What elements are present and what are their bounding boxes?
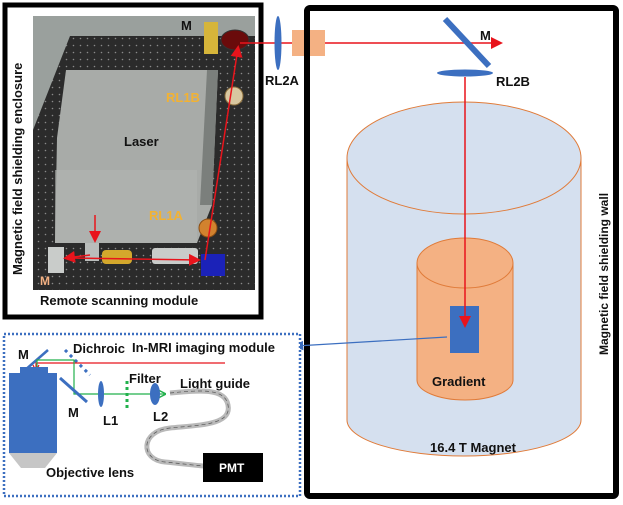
mirror-mount-icon <box>204 22 218 54</box>
galvo-icon <box>102 250 132 264</box>
pmt-box <box>203 453 263 482</box>
dichroic-icon <box>63 348 92 377</box>
magnet-top <box>346 101 582 215</box>
beam-left-arrow <box>63 250 91 263</box>
rl1a-lens-icon <box>198 218 218 238</box>
scanner-block-icon <box>201 254 225 276</box>
laser-box-side <box>200 70 218 205</box>
objective-cap <box>20 367 48 373</box>
mirror-top-label: M <box>181 18 192 33</box>
relay-mirror-label: M <box>480 28 491 43</box>
mri-room: Magnetic field shielding wall M RL2B 16.… <box>293 5 619 499</box>
shielding-wall-frame <box>304 5 619 499</box>
laser-label: Laser <box>124 134 159 149</box>
l2-lens-icon <box>150 383 160 405</box>
remote-scanning-module: Laser RL1B RL1A M M Remote scanning modu… <box>2 2 264 320</box>
rl1b-label: RL1B <box>166 90 200 105</box>
remote-module-caption: Remote scanning module <box>40 293 198 308</box>
rl2a-label: RL2A <box>265 73 300 88</box>
mirror-mount-bottom-icon <box>48 247 64 273</box>
dichroic-mount-icon <box>85 243 99 261</box>
relay-mirror-icon <box>442 16 492 69</box>
shielding-wall-label: Magnetic field shielding wall <box>597 193 611 355</box>
beam-expander-icon <box>152 248 198 264</box>
rl2b-label: RL2B <box>496 74 530 89</box>
objective-lens-body <box>9 373 57 453</box>
objective-label: Objective lens <box>46 465 134 480</box>
pmt-label: PMT <box>219 461 245 475</box>
l1-lens-icon <box>98 381 104 407</box>
magnet-label: 16.4 T Magnet <box>430 440 517 455</box>
module-callout-line <box>293 336 448 351</box>
l2-label: L2 <box>153 409 168 424</box>
top-mirror-label: M <box>18 347 29 362</box>
light-guide-core <box>146 390 229 467</box>
beam-right-arrow <box>69 253 201 266</box>
filter-label: Filter <box>129 371 161 386</box>
imaging-module-title: In-MRI imaging module <box>132 340 275 355</box>
laser-box-front <box>55 170 197 243</box>
l1-label: L1 <box>103 413 118 428</box>
mirror-bottom-label: M <box>40 274 50 288</box>
gradient-label: Gradient <box>432 374 486 389</box>
light-guide-label: Light guide <box>180 376 250 391</box>
scan-mirror-icon <box>220 29 250 51</box>
rl1b-lens-icon <box>224 86 244 106</box>
rl1a-label: RL1A <box>149 208 184 223</box>
enclosure-label: Magnetic field shielding enclosure <box>10 63 25 275</box>
rl2b-lens-icon <box>437 69 493 77</box>
rl2a-lens-icon <box>274 16 282 70</box>
bottom-mirror-icon <box>59 376 88 404</box>
beam-up-arrow <box>204 45 243 261</box>
emission-beam <box>36 359 165 394</box>
dichroic-label: Dichroic <box>73 341 125 356</box>
bottom-mirror-label: M <box>68 405 79 420</box>
objective-lens-tip <box>9 453 57 468</box>
imaging-module: In-MRI imaging module M Dichroic M Objec… <box>2 332 302 498</box>
